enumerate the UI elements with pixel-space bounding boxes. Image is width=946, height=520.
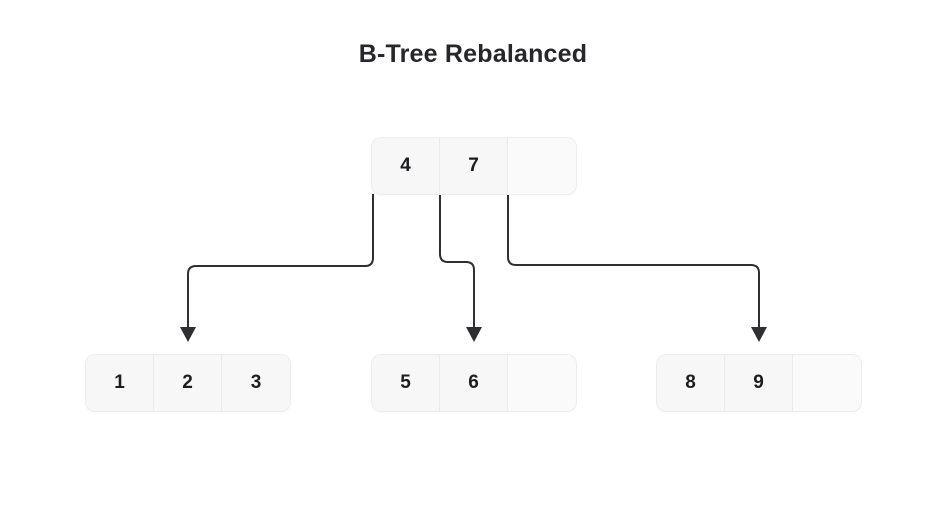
btree-cell[interactable]: 1 <box>86 355 154 411</box>
edge-root-to-leaf-2 <box>507 194 767 342</box>
btree-cell[interactable]: 2 <box>154 355 222 411</box>
edge-root-to-leaf-1-arrowhead <box>466 327 482 342</box>
btree-node-leaf-2[interactable]: 8 9 <box>657 355 861 411</box>
btree-cell[interactable]: 9 <box>725 355 793 411</box>
edge-root-to-leaf-2-path <box>507 194 760 329</box>
btree-node-leaf-1[interactable]: 5 6 <box>372 355 576 411</box>
btree-cell-empty[interactable] <box>793 355 861 411</box>
edge-root-to-leaf-0 <box>180 194 374 342</box>
edge-root-to-leaf-1 <box>439 194 482 342</box>
edge-root-to-leaf-0-arrowhead <box>180 327 196 342</box>
btree-cell-empty[interactable] <box>508 138 576 194</box>
edge-root-to-leaf-2-arrowhead <box>751 327 767 342</box>
btree-cell[interactable]: 7 <box>440 138 508 194</box>
btree-node-leaf-0[interactable]: 1 2 3 <box>86 355 290 411</box>
btree-cell-empty[interactable] <box>508 355 576 411</box>
edge-root-to-leaf-0-path <box>187 194 374 329</box>
btree-node-root[interactable]: 4 7 <box>372 138 576 194</box>
btree-cell[interactable]: 8 <box>657 355 725 411</box>
edge-root-to-leaf-1-path <box>439 194 475 329</box>
btree-cell[interactable]: 4 <box>372 138 440 194</box>
btree-cell[interactable]: 3 <box>222 355 290 411</box>
page-title: B-Tree Rebalanced <box>358 40 588 68</box>
btree-cell[interactable]: 5 <box>372 355 440 411</box>
btree-cell[interactable]: 6 <box>440 355 508 411</box>
